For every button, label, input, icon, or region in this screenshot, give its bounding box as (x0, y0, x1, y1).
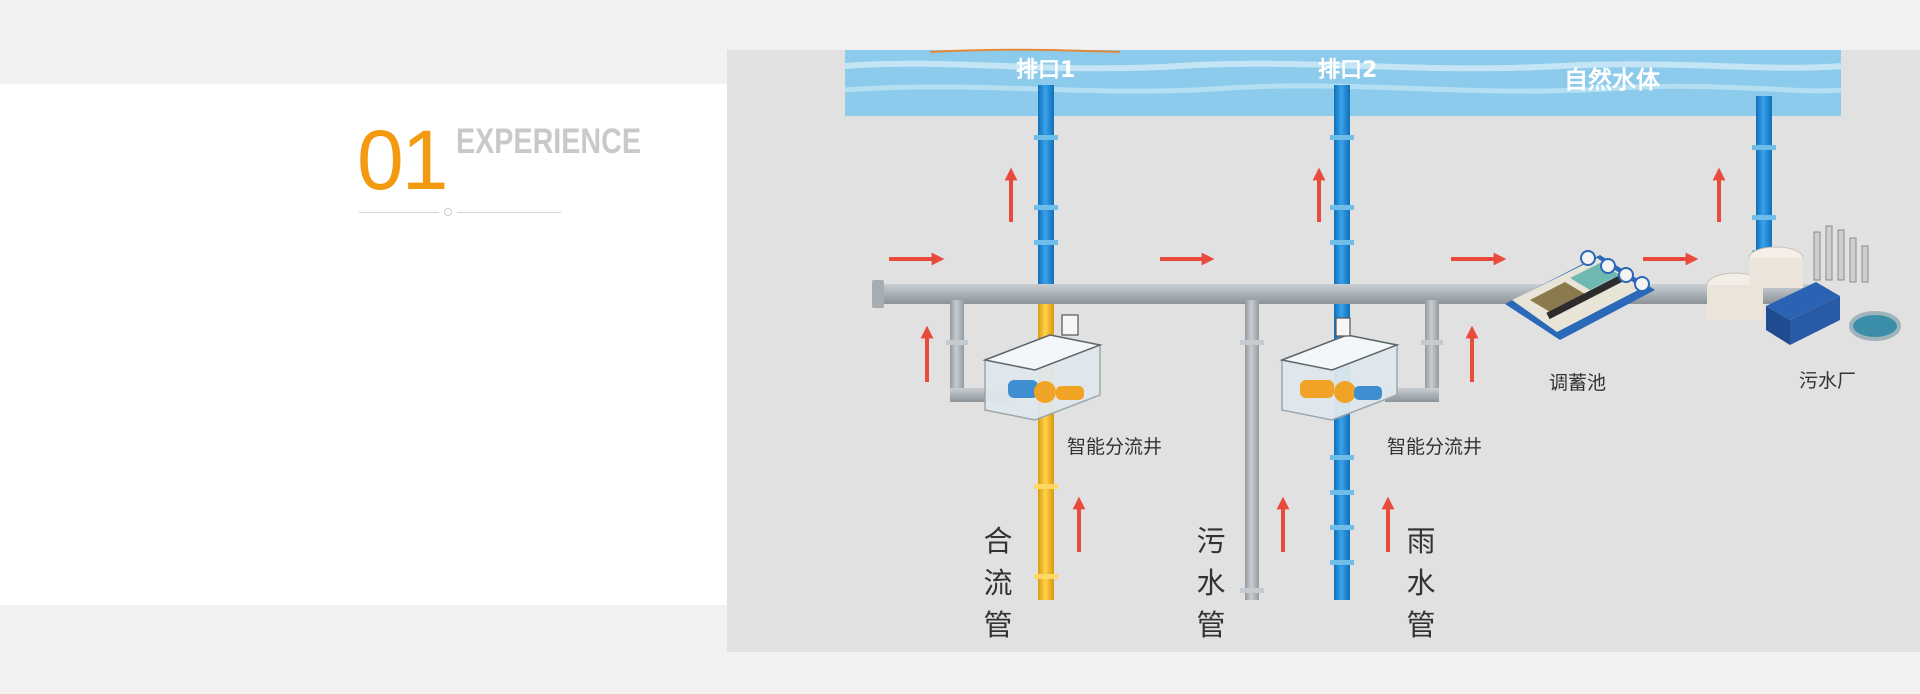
treatment-plant-icon (1707, 226, 1899, 345)
treatment-plant-label: 污水厂 (1799, 366, 1856, 393)
sewage-pipe-label: 污 水 管 (1195, 520, 1227, 646)
combined-pipe-label: 合 流 管 (982, 520, 1014, 646)
smart-well-label-2: 智能分流井 (1387, 432, 1482, 459)
storage-tank-label: 调蓄池 (1549, 368, 1606, 395)
storage-tank-icon (1505, 251, 1655, 340)
outlet-2-label: 排口2 (1318, 52, 1377, 84)
outlet-1-label: 排口1 (1016, 52, 1075, 84)
water-body-label: 自然水体 (1564, 60, 1660, 95)
rain-pipe-label: 雨 水 管 (1405, 520, 1437, 646)
smart-well-label-1: 智能分流井 (1067, 432, 1162, 459)
smart-diversion-well-icon (1282, 318, 1397, 420)
